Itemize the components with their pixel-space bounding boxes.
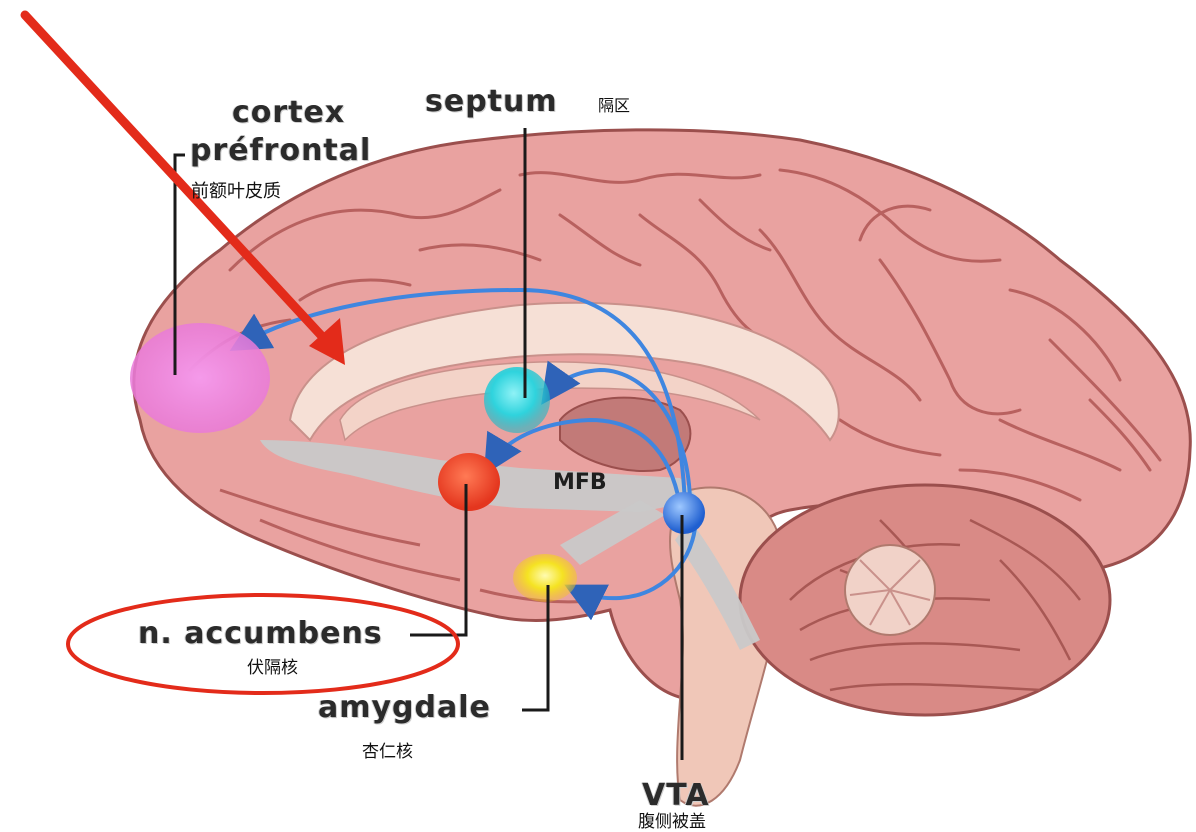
vta-nucleus (663, 492, 705, 534)
label-accumbens: n. accumbens (138, 616, 383, 651)
label-accumbens-cn: 伏隔核 (247, 653, 298, 678)
septum-nucleus (484, 367, 550, 433)
label-vta-cn: 腹侧被盖 (638, 807, 706, 832)
label-mfb: MFB (553, 470, 607, 495)
label-amygdale-cn: 杏仁核 (362, 737, 413, 762)
label-septum-cn: 隔区 (598, 92, 630, 116)
prefrontal-region (130, 323, 270, 433)
label-cortex-line2: préfrontal (190, 133, 371, 168)
label-cortex-line1: cortex (232, 95, 345, 130)
amygdala-nucleus (513, 554, 577, 602)
label-amygdale: amygdale (318, 690, 491, 725)
label-cortex-cn: 前额叶皮质 (191, 177, 281, 203)
accumbens-nucleus (438, 453, 500, 511)
label-septum: septum (425, 84, 558, 119)
